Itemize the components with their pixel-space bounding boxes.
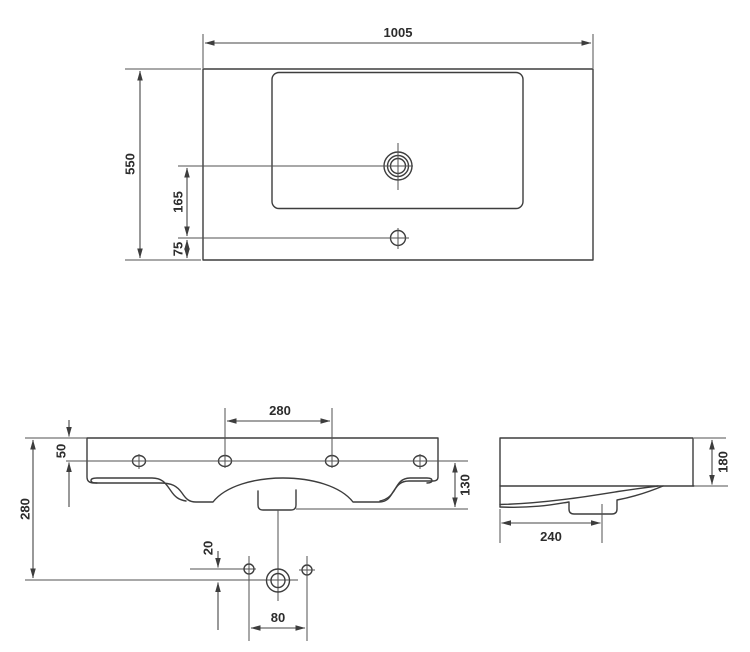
front-view: 280 50 280 130: [18, 403, 473, 641]
dim-top-to-fixing: 50: [25, 420, 87, 507]
top-view-basin-outline: [271, 71, 524, 210]
outlet-inner-circle: [270, 572, 286, 589]
front-rim-lip-right: [379, 477, 433, 502]
dim-basin-depth: 240: [499, 504, 603, 544]
dim-overall-width: 1005: [202, 25, 594, 68]
dim-drain-offsets: 165 75: [171, 165, 413, 259]
dim-fixing-to-bottom: 130: [296, 462, 473, 510]
top-view-outer-outline: [202, 68, 594, 261]
front-rim-lip-left: [90, 477, 187, 502]
front-outlet-detail: [25, 510, 315, 641]
dim-label-fixing-spacing: 280: [269, 403, 291, 418]
front-fixing-holes: [66, 454, 468, 469]
dim-label-overall-height: 280: [18, 498, 33, 520]
dim-fixing-spacing: 280: [224, 403, 333, 468]
side-body-outline: [499, 437, 694, 508]
dim-label-drain-to-hole: 165: [171, 191, 186, 213]
dim-label-body-height: 180: [716, 451, 731, 473]
dim-label-outlet-offset: 20: [201, 541, 216, 555]
dim-label-fixing-to-bottom: 130: [458, 474, 473, 496]
side-bottom-profile: [499, 485, 664, 515]
front-body-outline: [86, 437, 439, 503]
side-inner-bowl-line: [499, 485, 659, 506]
side-view: 180 240: [499, 437, 731, 544]
dim-label-hole-to-edge: 75: [171, 242, 186, 256]
dim-label-outlet-spacing: 80: [271, 610, 285, 625]
top-view: 1005 550 165 75: [123, 25, 594, 261]
dim-overall-height: 280: [18, 439, 36, 579]
dim-label-overall-width: 1005: [384, 25, 413, 40]
outlet-outer-circle: [265, 568, 291, 593]
dim-outlet-spacing: 80: [250, 610, 306, 631]
front-drain-boss: [257, 489, 297, 511]
dim-outlet-offset: 20: [201, 541, 221, 630]
dim-label-basin-depth: 240: [540, 529, 562, 544]
dim-overall-depth: 550: [123, 68, 201, 261]
dim-body-height: 180: [694, 437, 731, 487]
dim-label-top-to-fixing: 50: [54, 444, 69, 458]
dim-label-overall-depth: 550: [123, 153, 138, 175]
